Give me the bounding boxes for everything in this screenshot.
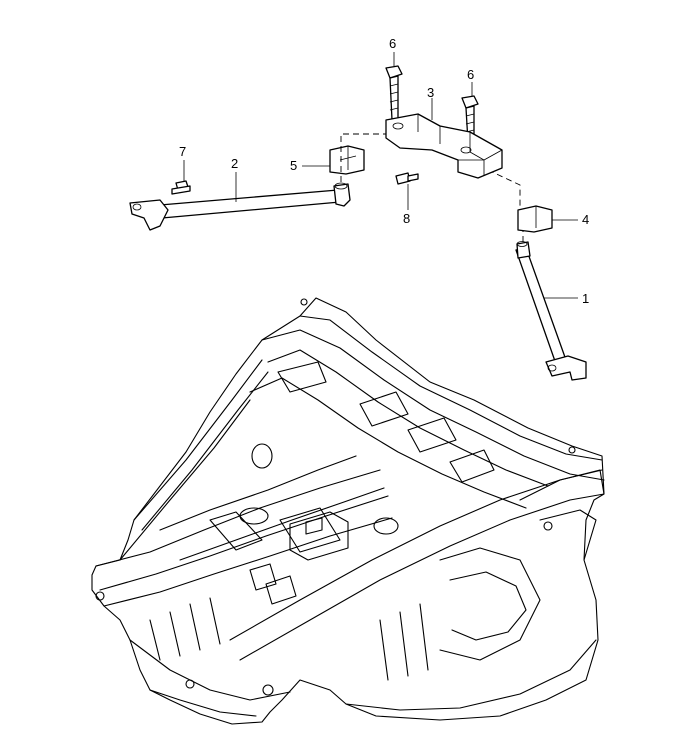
bolt-part-6-left: [385, 65, 403, 121]
strut-part-2: [129, 182, 351, 231]
leader-lines: [183, 52, 578, 299]
bolt-part-7: [171, 180, 191, 195]
callout-part-7: 7: [179, 144, 187, 159]
callout-part-4: 4: [582, 212, 590, 227]
callout-part-3: 3: [427, 85, 435, 100]
bracket-part-3: [385, 113, 503, 179]
callout-part-8: 8: [403, 211, 411, 226]
assembly-line-right: [487, 169, 521, 215]
bushing-part-5: [329, 145, 365, 175]
bushing-part-4: [517, 205, 553, 233]
callout-part-5: 5: [290, 158, 298, 173]
callout-part-6-right: 6: [467, 67, 475, 82]
callout-part-1: 1: [582, 291, 590, 306]
callout-part-2: 2: [231, 156, 239, 171]
bolt-part-8: [395, 172, 419, 185]
strut-part-1: [515, 241, 587, 381]
assembly-line-left: [340, 133, 390, 182]
callout-part-6-left: 6: [389, 36, 397, 51]
front-body-structure: [91, 297, 605, 725]
